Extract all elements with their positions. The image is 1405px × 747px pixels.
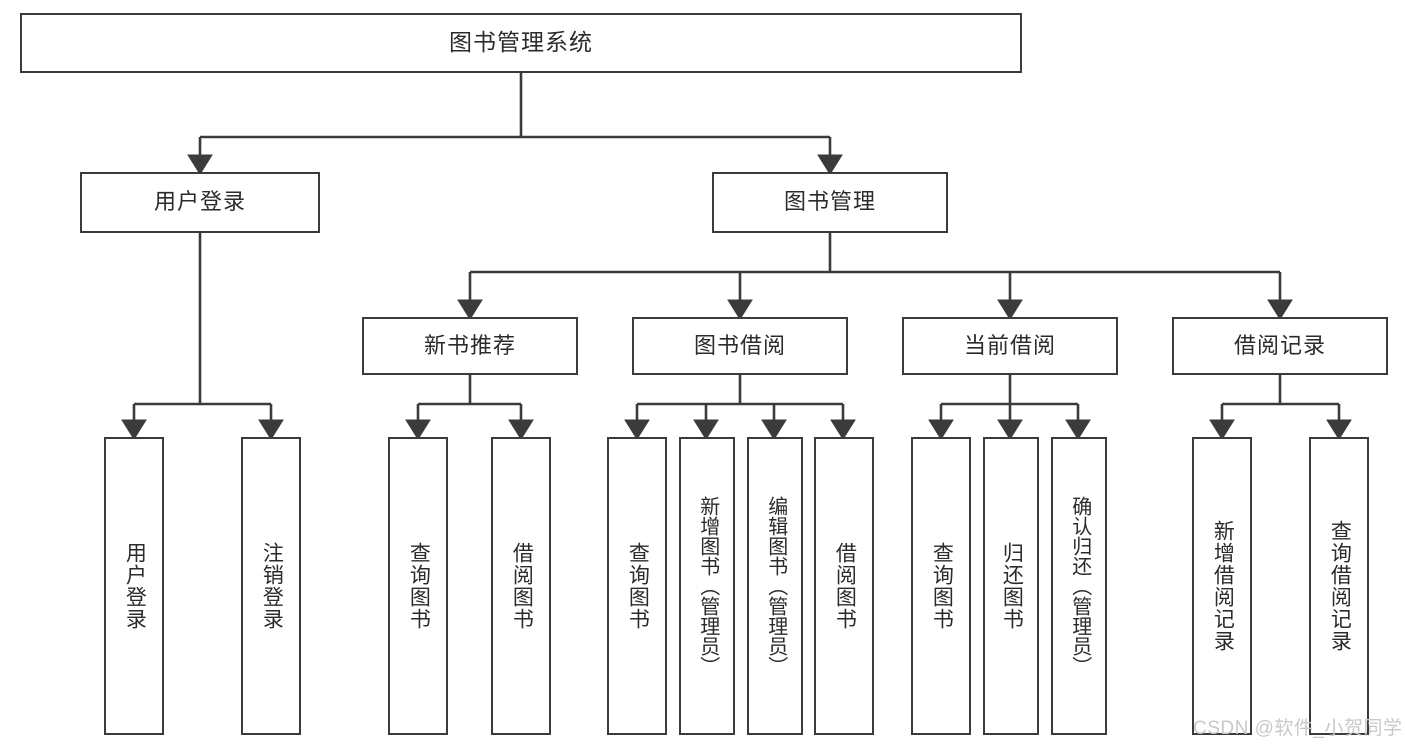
node-label: 编辑图书（管理员） [764,496,787,676]
leaf-book-borrow-borrow[interactable]: 借阅图书 [814,437,874,735]
node-new-book-recommend[interactable]: 新书推荐 [362,317,578,375]
leaf-book-borrow-add[interactable]: 新增图书（管理员） [679,437,735,735]
leaf-user-login-signin[interactable]: 用户登录 [104,437,164,735]
node-book-borrow[interactable]: 图书借阅 [632,317,848,375]
node-label: 用户登录 [153,189,246,215]
node-label: 新增借阅记录 [1211,520,1235,652]
node-book-management[interactable]: 图书管理 [712,172,948,233]
csdn-watermark: CSDN @软件_小贺同学 [1193,718,1403,739]
node-label: 注销登录 [260,542,284,630]
node-label: 借阅图书 [833,542,857,630]
node-label: 查询图书 [930,542,954,630]
leaf-borrow-record-query[interactable]: 查询借阅记录 [1309,437,1369,735]
node-label: 当前借阅 [963,332,1056,358]
node-label: 归还图书 [1000,542,1024,630]
leaf-new-book-query[interactable]: 查询图书 [388,437,448,735]
leaf-new-book-borrow[interactable]: 借阅图书 [491,437,551,735]
node-label: 借阅记录 [1233,332,1326,358]
node-label: 查询图书 [626,542,650,630]
leaf-book-borrow-query[interactable]: 查询图书 [607,437,667,735]
node-current-borrow[interactable]: 当前借阅 [902,317,1118,375]
leaf-current-borrow-return[interactable]: 归还图书 [983,437,1039,735]
node-label: 图书管理系统 [449,29,593,56]
node-user-login[interactable]: 用户登录 [80,172,320,233]
node-label: 查询图书 [407,542,431,630]
node-label: 借阅图书 [510,542,534,630]
node-label: 查询借阅记录 [1328,520,1352,652]
node-label: 确认归还（管理员） [1068,496,1091,676]
leaf-borrow-record-add[interactable]: 新增借阅记录 [1192,437,1252,735]
node-label: 新书推荐 [423,332,516,358]
node-label: 图书管理 [783,189,876,215]
leaf-book-borrow-edit[interactable]: 编辑图书（管理员） [747,437,803,735]
leaf-current-borrow-confirm-return[interactable]: 确认归还（管理员） [1051,437,1107,735]
leaf-current-borrow-query[interactable]: 查询图书 [911,437,971,735]
node-label: 新增图书（管理员） [696,496,719,676]
node-borrow-record[interactable]: 借阅记录 [1172,317,1388,375]
node-root-system[interactable]: 图书管理系统 [20,13,1022,73]
node-label: 用户登录 [123,542,147,630]
leaf-user-login-signout[interactable]: 注销登录 [241,437,301,735]
node-label: 图书借阅 [693,332,786,358]
